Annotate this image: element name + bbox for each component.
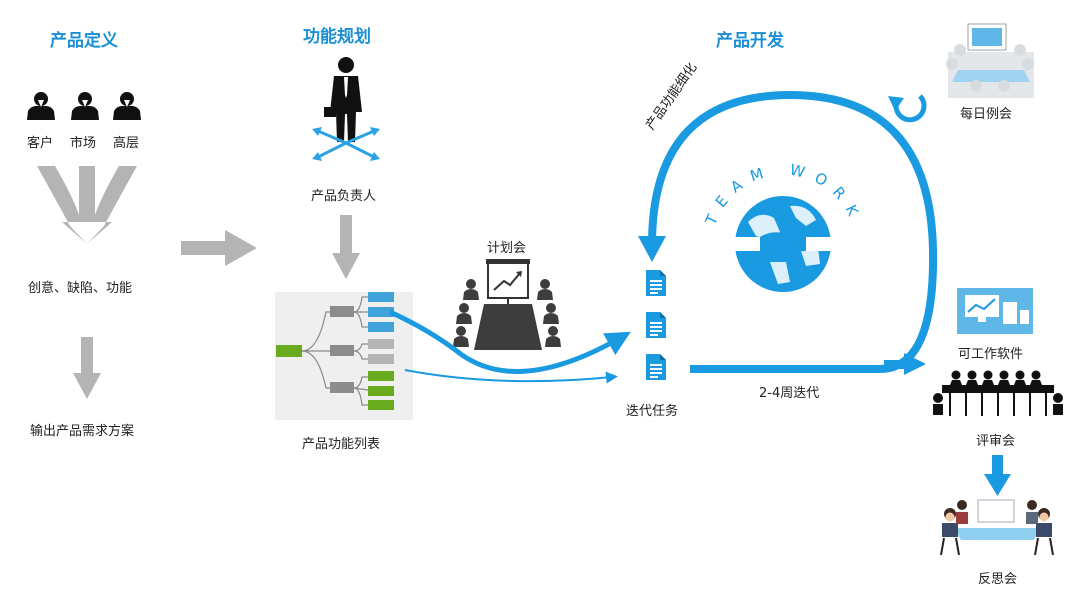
- teamwork-globe-icon: [735, 196, 831, 292]
- flow-arrow: [388, 309, 631, 374]
- review-meeting-label: 评审会: [976, 434, 1016, 449]
- role-label-customer: 客户: [27, 136, 54, 151]
- output-label: 输出产品需求方案: [30, 424, 135, 439]
- feature-list-label: 产品功能列表: [302, 437, 381, 452]
- inputs-label: 创意、缺陷、功能: [28, 281, 133, 296]
- owner-label: 产品负责人: [311, 189, 377, 204]
- right-arrow-icon: [181, 230, 257, 266]
- iteration-tasks-label: 迭代任务: [626, 404, 679, 419]
- retrospective-meeting-icon: [940, 499, 1054, 556]
- flow-arrow-thin: [404, 369, 618, 384]
- retrospective-label: 反思会: [978, 572, 1018, 587]
- document-icon: [646, 270, 666, 296]
- working-software-label: 可工作软件: [958, 347, 1024, 362]
- iteration-cycle-label: 2-4周迭代: [759, 386, 820, 401]
- role-label-executive: 高层: [113, 136, 140, 151]
- daily-meeting-label: 每日例会: [960, 107, 1013, 122]
- loop-arrowhead: [638, 236, 666, 262]
- product-owner-icon: [312, 57, 380, 161]
- down-arrow-icon: [332, 215, 360, 279]
- refresh-icon: [888, 94, 927, 123]
- review-meeting-icon: [933, 370, 1063, 416]
- planning-meeting-label: 计划会: [487, 241, 527, 256]
- document-icon: [646, 354, 666, 380]
- converging-arrow-icon: [37, 166, 137, 244]
- down-arrow-icon: [73, 337, 101, 399]
- iteration-loop-arrow: [648, 91, 938, 373]
- daily-meeting-icon: [946, 23, 1034, 98]
- section-title-development: 产品开发: [716, 31, 784, 51]
- section-title-definition: 产品定义: [50, 31, 118, 51]
- planning-meeting-icon: [453, 259, 561, 350]
- section-title-planning: 功能规划: [303, 27, 371, 47]
- role-label-market: 市场: [70, 136, 97, 151]
- iteration-task-documents: [646, 270, 666, 380]
- people-icons-group: [27, 92, 141, 120]
- working-software-icon: [957, 288, 1033, 334]
- document-icon: [646, 312, 666, 338]
- right-arrow-icon: [884, 353, 926, 375]
- down-arrow-icon: [984, 455, 1011, 496]
